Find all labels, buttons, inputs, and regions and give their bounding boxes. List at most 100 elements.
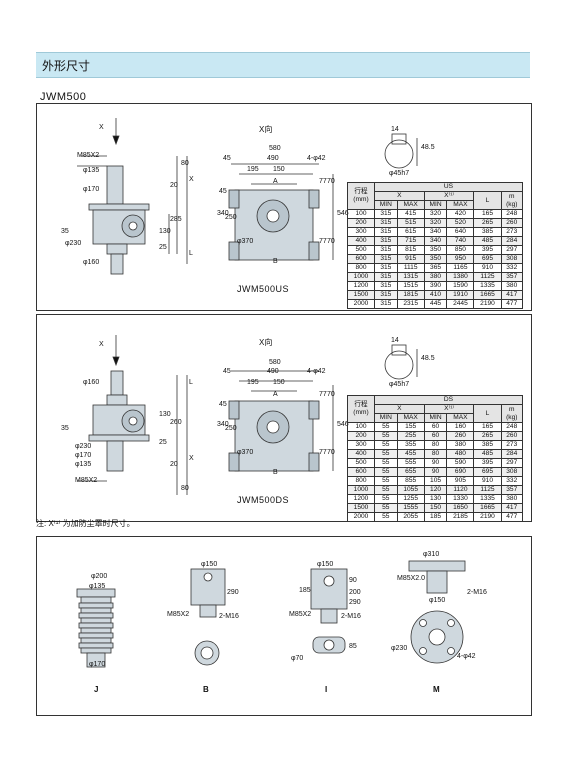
table-cell: 357: [500, 272, 524, 282]
accessory-label-j: J: [94, 685, 99, 694]
table-cell: 2185: [446, 512, 475, 522]
table-cell: 315: [374, 299, 398, 309]
table-cell: 315: [374, 281, 398, 291]
table-cell: 1500: [347, 290, 375, 300]
table-cell: 2315: [396, 299, 425, 309]
dim-77b: 77: [319, 238, 327, 245]
dim-195: 195: [247, 379, 259, 386]
table-cell: 417: [500, 290, 524, 300]
th-x1: X⁽¹⁾: [423, 191, 475, 201]
b-m16: 2-M16: [219, 613, 239, 620]
drawing-panel-ds: X X向 φ160 35 φ230 φ170 φ135 M85X2 L 130 …: [36, 314, 532, 522]
table-cell: 515: [396, 218, 425, 228]
table-cell: 260: [446, 431, 475, 441]
th-x1: X⁽¹⁾: [423, 404, 475, 414]
dim-340: 340: [217, 210, 229, 217]
section-title: 外形尺寸: [42, 59, 91, 73]
m-d230: φ230: [391, 645, 408, 652]
table-cell: 60: [423, 422, 448, 432]
table-cell: 385: [473, 227, 502, 237]
key-48: 48.5: [421, 144, 435, 151]
table-cell: 1380: [446, 272, 475, 282]
dim-d230: φ230: [65, 240, 82, 247]
table-cell: 273: [500, 227, 524, 237]
dim-35: 35: [61, 425, 69, 432]
table-cell: 60: [423, 431, 448, 441]
dim-d135: φ135: [75, 461, 92, 468]
table-cell: 100: [347, 422, 375, 432]
dim-h45: 45: [219, 401, 227, 408]
dim-490: 490: [267, 368, 279, 375]
m-d150: φ150: [429, 597, 446, 604]
table-cell: 315: [374, 290, 398, 300]
table-cell: 340: [423, 236, 448, 246]
accessory-label-m: M: [433, 685, 440, 694]
table-cell: 1330: [446, 494, 475, 504]
x-arrow-label: X: [99, 341, 104, 348]
table-cell: 420: [446, 209, 475, 219]
dim-d370: φ370: [237, 238, 254, 245]
table-cell: 905: [446, 476, 475, 486]
key-14: 14: [391, 337, 399, 344]
dim-20: 20: [170, 461, 178, 468]
table-cell: 1125: [473, 485, 502, 495]
table-cell: 417: [500, 503, 524, 513]
table-cell: 395: [473, 458, 502, 468]
dim-130: 130: [159, 228, 171, 235]
table-cell: 400: [347, 236, 375, 246]
dim-l: L: [189, 250, 193, 257]
table-cell: 590: [446, 458, 475, 468]
label-b: B: [273, 469, 278, 476]
table-cell: 555: [396, 458, 425, 468]
th-group: DS: [374, 395, 523, 405]
table-cell: 1590: [446, 281, 475, 291]
dim-340: 340: [217, 421, 229, 428]
table-cell: 55: [374, 494, 398, 504]
table-cell: 380: [500, 281, 524, 291]
accessory-label-b: B: [203, 685, 209, 694]
drawing-panel-us: X X向 M85X2 φ135 φ170 φ230 φ160 80 20 X 2…: [36, 103, 532, 311]
table-cell: 1650: [446, 503, 475, 513]
table-cell: 308: [500, 254, 524, 264]
b-290: 290: [227, 589, 239, 596]
table-cell: 315: [374, 254, 398, 264]
table-cell: 1125: [473, 272, 502, 282]
dim-250: 250: [225, 214, 237, 221]
dim-285: 285: [170, 216, 182, 223]
table-cell: 2000: [347, 512, 375, 522]
table-cell: 284: [500, 236, 524, 246]
table-cell: 477: [500, 299, 524, 309]
table-cell: 155: [396, 422, 425, 432]
table-cell: 400: [347, 449, 375, 459]
table-cell: 1120: [446, 485, 475, 495]
table-cell: 185: [423, 512, 448, 522]
dim-77a: 77: [319, 178, 327, 185]
table-cell: 485: [473, 236, 502, 246]
dim-580: 580: [269, 359, 281, 366]
table-cell: 55: [374, 431, 398, 441]
i-m85: M85X2: [289, 611, 312, 618]
table-cell: 500: [347, 458, 375, 468]
table-cell: 55: [374, 512, 398, 522]
i-d70: φ70: [291, 655, 304, 662]
table-cell: 55: [374, 449, 398, 459]
i-185: 185: [299, 587, 311, 594]
table-cell: 260: [500, 431, 524, 441]
table-cell: 740: [446, 236, 475, 246]
dim-80: 80: [181, 485, 189, 492]
table-cell: 2055: [396, 512, 425, 522]
table-cell: 284: [500, 449, 524, 459]
dim-77a: 77: [319, 391, 327, 398]
table-cell: 355: [396, 440, 425, 450]
dim-thread: M85X2: [77, 152, 100, 159]
table-cell: 1055: [396, 485, 425, 495]
table-cell: 80: [423, 440, 448, 450]
table-cell: 320: [423, 218, 448, 228]
table-cell: 315: [374, 236, 398, 246]
